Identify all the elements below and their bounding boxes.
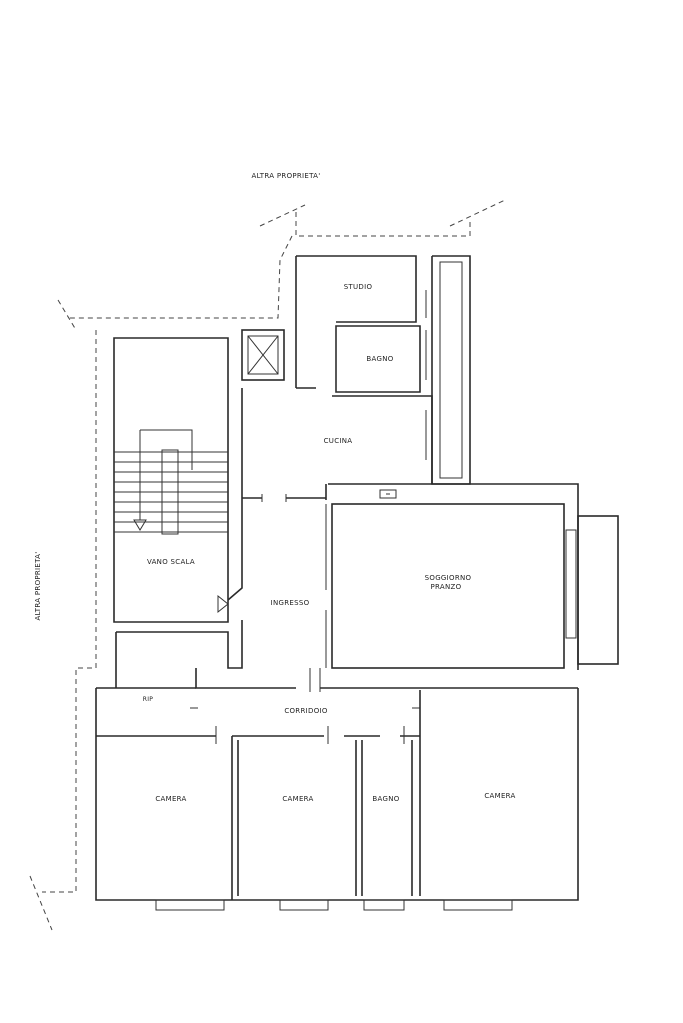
room-label-vano-scala: VANO SCALA [147, 558, 195, 566]
room-label-camera-middle: CAMERA [282, 795, 313, 803]
neighbor-boundary [29, 199, 506, 931]
bagno-upper-walls [335, 325, 427, 393]
room-label-soggiorno: SOGGIORNO [425, 574, 472, 582]
room-label-bagno-upper: BAGNO [366, 355, 393, 363]
room-label-pranzo: PRANZO [431, 583, 462, 591]
room-label-camera-right: CAMERA [484, 792, 515, 800]
cucina-walls [242, 387, 433, 502]
stair-treads [114, 429, 229, 614]
room-label-ingresso: INGRESSO [271, 599, 310, 607]
neighbor-label-top: ALTRA PROPRIETA' [251, 172, 320, 180]
room-label-cucina: CUCINA [324, 437, 353, 445]
room-label-camera-left: CAMERA [155, 795, 186, 803]
studio-walls [336, 278, 427, 323]
room-label-rip: RIP [143, 696, 154, 703]
neighbor-label-side: ALTRA PROPRIETA' [34, 551, 42, 620]
room-label-studio: STUDIO [344, 283, 373, 291]
corridor-walls [96, 668, 578, 744]
lower-rooms-walls [231, 690, 421, 900]
elevator-shaft [241, 329, 285, 381]
room-label-bagno-lower: BAGNO [372, 795, 399, 803]
balcony [565, 515, 619, 665]
windows-south [155, 899, 513, 911]
room-label-corridoio: CORRIDOIO [284, 707, 328, 715]
outer-walls [95, 255, 579, 901]
soggiorno-walls [325, 489, 565, 669]
